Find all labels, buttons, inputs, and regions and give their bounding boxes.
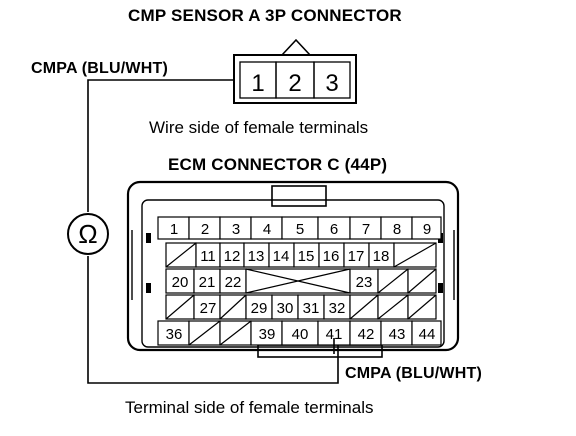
cmp-cell-3: [313, 61, 351, 99]
probe-wire-top: [87, 79, 233, 212]
ecm-pin-40: 40: [292, 326, 309, 343]
cmp-terminal-1: 1: [251, 70, 264, 97]
ecm-pin-42: 42: [358, 326, 375, 343]
ecm-pin-7: 7: [362, 221, 370, 238]
wire-label-top: CMPA (BLU/WHT): [31, 60, 168, 77]
ecm-pin-2: 2: [201, 221, 209, 238]
ecm-pin-15: 15: [298, 248, 315, 265]
ecm-pin-14: 14: [273, 248, 290, 265]
ecm-pin-41: 41: [326, 326, 343, 343]
ecm-pin-21: 21: [199, 274, 216, 291]
probe-wire-bottom: [87, 256, 339, 384]
ecm-pin-44: 44: [419, 326, 436, 343]
ecm-pin-30: 30: [277, 300, 294, 317]
ecm-pin-36: 36: [166, 326, 183, 343]
ecm-pin-31: 31: [303, 300, 320, 317]
ecm-pin-3: 3: [232, 221, 240, 238]
ecm-pin-4: 4: [263, 221, 271, 238]
ohmmeter-icon: Ω: [67, 213, 109, 255]
ecm-row-2: 11 12 13 14 15 16 17 18: [165, 242, 437, 268]
ecm-pin-18: 18: [373, 248, 390, 265]
ecm-pin-9: 9: [423, 221, 431, 238]
ecm-pin-6: 6: [330, 221, 338, 238]
cmp-connector-title: CMP SENSOR A 3P CONNECTOR: [128, 6, 402, 25]
ecm-pin-29: 29: [251, 300, 268, 317]
ecm-pin-16: 16: [323, 248, 340, 265]
ecm-pin-12: 12: [224, 248, 241, 265]
ecm-pin-23: 23: [356, 274, 373, 291]
ecm-pin-1: 1: [170, 221, 178, 238]
cmp-connector: 1 2 3: [233, 38, 357, 104]
ecm-pin-17: 17: [348, 248, 365, 265]
ecm-connector-title: ECM CONNECTOR C (44P): [168, 155, 388, 174]
ecm-pin-32: 32: [329, 300, 346, 317]
ecm-pin-27: 27: [200, 300, 217, 317]
cmp-side-caption: Wire side of female terminals: [149, 118, 369, 137]
ecm-pin-11: 11: [200, 248, 216, 265]
ohm-symbol: Ω: [78, 219, 97, 249]
ecm-row-1: 1 2 3 4 5 6 7 8 9: [157, 216, 442, 240]
ecm-row-4: 27 29 30 31 32: [165, 294, 437, 320]
ecm-pin-8: 8: [393, 221, 401, 238]
ecm-pin-5: 5: [296, 221, 304, 238]
wire-label-bottom: CMPA (BLU/WHT): [345, 365, 482, 382]
ecm-row-5: 36 39 40 41 42 43 44: [157, 320, 442, 346]
cmp-terminal-3: 3: [325, 70, 338, 97]
ecm-row-3: 20 21 22 23: [165, 268, 437, 294]
ecm-pin-13: 13: [248, 248, 265, 265]
cmp-terminal-2: 2: [288, 70, 301, 97]
ecm-side-caption: Terminal side of female terminals: [125, 398, 374, 417]
ecm-pin-39: 39: [259, 326, 276, 343]
ecm-pin-43: 43: [389, 326, 406, 343]
ecm-pin-20: 20: [172, 274, 189, 291]
ecm-pin-22: 22: [225, 274, 242, 291]
cmp-key: [281, 38, 311, 56]
